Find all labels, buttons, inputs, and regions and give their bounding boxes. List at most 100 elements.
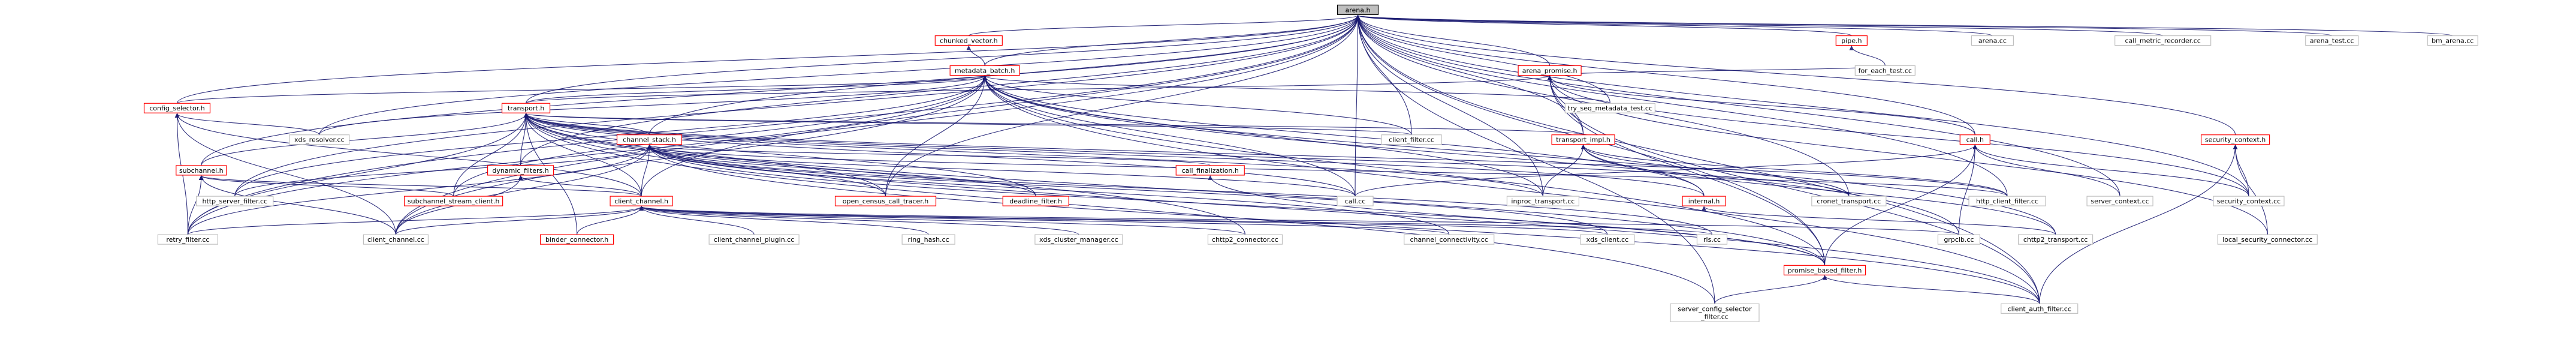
dependency-edge [1972, 144, 2120, 197]
dependency-edge [1355, 14, 1543, 197]
node-cronet-transport-cc[interactable]: cronet_transport.cc [1811, 196, 1887, 206]
node-security-context-h[interactable]: security_context.h [2200, 134, 2270, 145]
node-arena-h[interactable]: arena.h [1337, 4, 1379, 15]
node-client-channel-cc[interactable]: client_channel.cc [363, 234, 429, 245]
node-box [1835, 35, 1868, 46]
dependency-edge [1849, 45, 1886, 66]
node-dynamic-filters-h[interactable]: dynamic_filters.h [487, 165, 554, 176]
node-box [1959, 134, 1990, 145]
node-bm-arena-cc[interactable]: bm_arena.cc [2427, 35, 2478, 46]
node-box [1854, 65, 1916, 76]
node-call-metric-recorder-cc[interactable]: call_metric_recorder.cc [2115, 35, 2212, 46]
node-http-server-filter-cc[interactable]: http_server_filter.cc [196, 196, 274, 206]
dependency-edge [1355, 14, 2249, 197]
node-box [1337, 4, 1379, 15]
dependency-edge [1580, 144, 1705, 197]
dependency-edge [199, 175, 642, 197]
node-pipe-h[interactable]: pipe.h [1835, 35, 1868, 46]
node-inproc-transport-cc[interactable]: inproc_transport.cc [1506, 196, 1580, 206]
node-chunked-vector-h[interactable]: chunked_vector.h [934, 35, 1003, 46]
node-grpclb-cc[interactable]: grpclb.cc [1937, 234, 1981, 245]
node-client-filter-cc[interactable]: client_filter.cc [1381, 134, 1442, 145]
node-box [1506, 196, 1580, 206]
dependency-edge [187, 144, 652, 235]
node-transport-impl-h[interactable]: transport_impl.h [1551, 134, 1615, 145]
node-transport-h[interactable]: transport.h [501, 103, 551, 113]
node-xds-resolver-cc[interactable]: xds_resolver.cc [289, 134, 350, 145]
dependency-edge [982, 75, 1826, 266]
node-box [2217, 234, 2318, 245]
node-internal-h[interactable]: internal.h [1682, 196, 1726, 206]
dependency-edge [647, 144, 1036, 197]
node-try-seq-metadata-test-cc[interactable]: try_seq_metadata_test.cc [1564, 103, 1655, 113]
node-label: inproc_transport.cc [1511, 197, 1574, 205]
node-retry-filter-cc[interactable]: retry_filter.cc [157, 234, 219, 245]
node-server-config-selector-filter-cc[interactable]: server_config_selector_filter.cc [1670, 303, 1760, 322]
node-channel-stack-h[interactable]: channel_stack.h [616, 134, 683, 145]
node-rls-cc[interactable]: rls.cc [1696, 234, 1728, 245]
dependency-edge [199, 175, 454, 197]
node-box [1381, 134, 1442, 145]
node-box [1811, 196, 1887, 206]
node-label: arena_test.cc [2310, 37, 2354, 45]
node-arena-test-cc[interactable]: arena_test.cc [2305, 35, 2359, 46]
node-xds-client-cc[interactable]: xds_client.cc [1580, 234, 1635, 245]
node-call-finalization-h[interactable]: call_finalization.h [1175, 165, 1245, 176]
node-metadata-batch-h[interactable]: metadata_batch.h [949, 65, 1020, 76]
node-label: call_metric_recorder.cc [2125, 37, 2201, 45]
node-label: channel_stack.h [623, 136, 676, 144]
node-label: arena.h [1346, 6, 1371, 14]
node-config-selector-h[interactable]: config_selector.h [143, 103, 211, 113]
node-ring-hash-cc[interactable]: ring_hash.cc [901, 234, 955, 245]
node-label: rls.cc [1703, 236, 1721, 244]
node-http-client-filter-cc[interactable]: http_client_filter.cc [1968, 196, 2046, 206]
node-xds-cluster-manager-cc[interactable]: xds_cluster_manager.cc [1034, 234, 1123, 245]
dependency-edge [1355, 14, 2008, 197]
dependency-edge [647, 144, 1608, 235]
dependency-edge [525, 14, 1361, 104]
node-box [2115, 35, 2212, 46]
dependency-edge [639, 206, 1713, 235]
node-label: deadline_filter.h [1009, 197, 1062, 205]
node-call-h[interactable]: call.h [1959, 134, 1990, 145]
node-for-each-test-cc[interactable]: for_each_test.cc [1854, 65, 1916, 76]
dependency-edge [523, 113, 1036, 197]
node-call-cc[interactable]: call.cc [1337, 196, 1374, 206]
node-open-census-call-tracer-h[interactable]: open_census_call_tracer.h [834, 196, 937, 206]
node-chttp2-transport-cc[interactable]: chttp2_transport.cc [2017, 234, 2094, 245]
node-client-channel-plugin-cc[interactable]: client_channel_plugin.cc [708, 234, 800, 245]
node-subchannel-stream-client-h[interactable]: subchannel_stream_client.h [404, 196, 503, 206]
node-binder-connector-h[interactable]: binder_connector.h [540, 234, 614, 245]
node-subchannel-h[interactable]: subchannel.h [176, 165, 227, 176]
node-channel-connectivity-cc[interactable]: channel_connectivity.cc [1404, 234, 1495, 245]
dependency-edge [1356, 14, 1993, 37]
node-label: grpclb.cc [1944, 236, 1974, 244]
dependency-edge [395, 144, 652, 235]
node-server-context-cc[interactable]: server_context.cc [2086, 196, 2153, 206]
node-label: xds_resolver.cc [294, 136, 345, 144]
node-client-auth-filter-cc[interactable]: client_auth_filter.cc [2001, 303, 2079, 314]
dependency-edge [639, 206, 1959, 235]
node-label: _filter.cc [1700, 313, 1729, 320]
dependency-edge [1822, 275, 2040, 304]
dependency-edge [1548, 65, 1886, 77]
node-local-security-connector-cc[interactable]: local_security_connector.cc [2217, 234, 2318, 245]
node-deadline-filter-h[interactable]: deadline_filter.h [1002, 196, 1069, 206]
node-chttp2-connector-cc[interactable]: chttp2_connector.cc [1207, 234, 1283, 245]
node-security-context-cc[interactable]: security_context.cc [2213, 196, 2285, 206]
dependency-edge [1208, 175, 1826, 266]
dependency-edge [641, 144, 652, 197]
node-box [143, 103, 211, 113]
node-label: config_selector.h [149, 104, 205, 112]
node-promise-based-filter-h[interactable]: promise_based_filter.h [1783, 265, 1866, 275]
dependency-edge [524, 113, 1584, 136]
node-box [1937, 234, 1981, 245]
dependency-edge [198, 175, 396, 235]
node-arena-cc[interactable]: arena.cc [1971, 35, 2014, 46]
dependency-edge [1580, 144, 2056, 235]
dependency-edge [1972, 144, 2249, 197]
node-arena-promise-h[interactable]: arena_promise.h [1518, 65, 1582, 76]
dependency-edge [982, 75, 1959, 235]
node-client-channel-h[interactable]: client_channel.h [610, 196, 673, 206]
